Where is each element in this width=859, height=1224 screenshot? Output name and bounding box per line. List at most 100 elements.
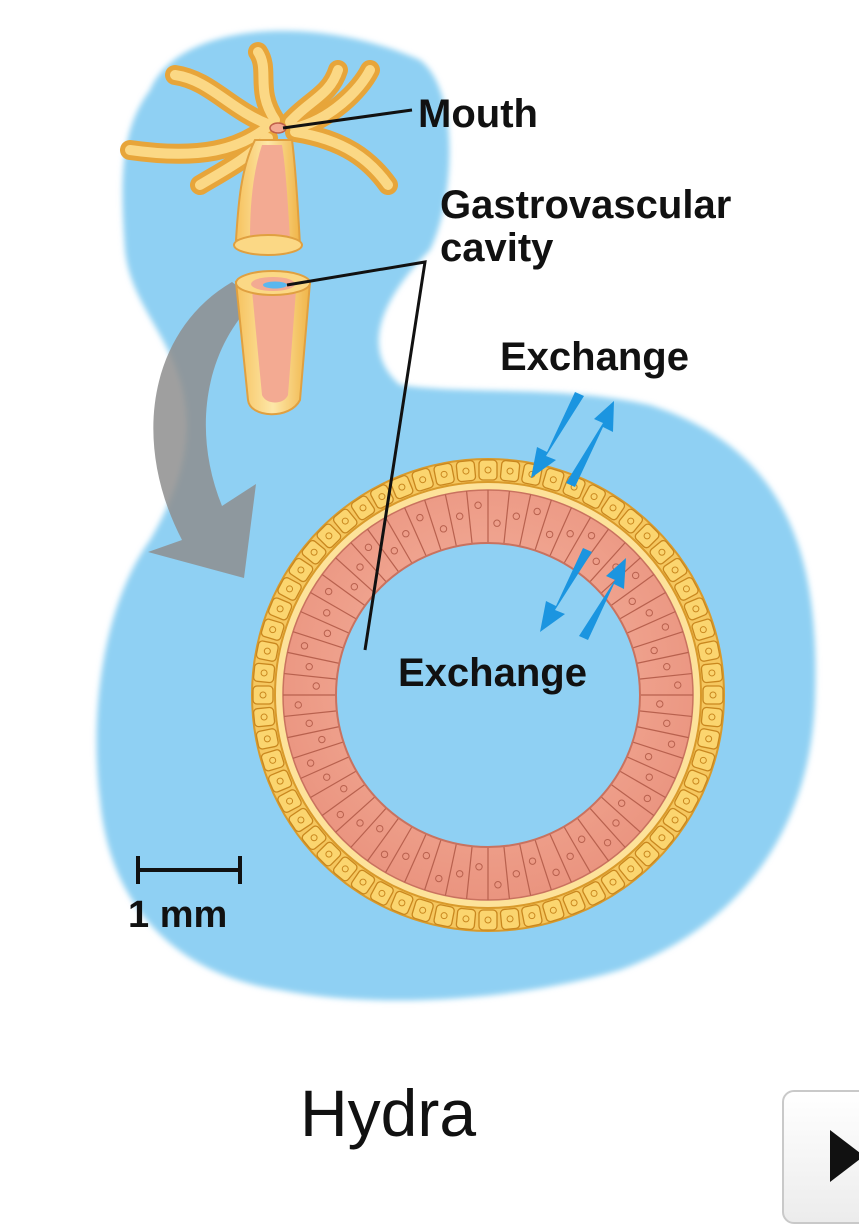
endoderm-cell-wall: [563, 826, 592, 873]
endoderm-cell-wall: [335, 796, 376, 833]
endoderm-cell-wall: [404, 507, 427, 557]
endoderm-nucleus: [603, 838, 612, 847]
endoderm-cell-wall: [350, 807, 387, 848]
endoderm-nucleus: [566, 530, 574, 538]
ectoderm-cell: [288, 557, 314, 583]
endoderm-nucleus: [612, 819, 620, 827]
endoderm-cell-wall: [503, 846, 511, 899]
ectoderm-cell: [521, 904, 543, 928]
endoderm-nucleus: [324, 587, 333, 596]
endoderm-nucleus: [350, 583, 359, 591]
endoderm-cell-wall: [610, 574, 655, 607]
endoderm-cell-wall: [589, 807, 626, 848]
ectoderm-cell: [390, 890, 414, 915]
endoderm-nucleus: [356, 819, 364, 827]
endoderm-cell-wall: [576, 817, 609, 862]
ectoderm-cell: [316, 841, 342, 867]
ectoderm-cell: [542, 467, 565, 492]
ectoderm-cell: [499, 459, 521, 483]
mouth-label: Mouth: [418, 92, 538, 136]
endoderm-nucleus: [336, 810, 345, 819]
endoderm-nucleus: [390, 547, 399, 555]
play-button[interactable]: [782, 1090, 859, 1224]
ectoderm-cell: [255, 728, 279, 750]
leader-lines: [282, 108, 427, 651]
endoderm-nucleus: [305, 662, 313, 671]
ectoderm-cell: [301, 825, 327, 851]
ectoderm-cell: [268, 597, 293, 621]
ectoderm-cell: [542, 898, 565, 923]
ectoderm-cell: [649, 539, 675, 565]
endoderm-cell-wall: [310, 770, 357, 799]
ectoderm-cell: [350, 869, 376, 895]
ectoderm-cell: [277, 789, 302, 813]
endoderm-nucleus: [512, 870, 521, 878]
exchange-label-outer: Exchange: [500, 335, 689, 379]
ectoderm-cell: [582, 881, 606, 906]
ectoderm-cell: [478, 459, 498, 481]
transition-arrow: [148, 282, 256, 578]
endoderm-nucleus: [474, 501, 482, 509]
endoderm-nucleus: [644, 752, 653, 761]
ectoderm-cell: [301, 539, 327, 565]
endoderm-nucleus: [587, 531, 596, 540]
endoderm-nucleus: [364, 543, 373, 552]
endoderm-cell-wall: [563, 517, 592, 564]
endoderm-cell-wall: [321, 783, 366, 816]
ectoderm-cell: [316, 523, 342, 549]
ectoderm-cell: [260, 618, 285, 641]
endoderm-nucleus: [643, 794, 652, 803]
endoderm-nucleus: [380, 850, 389, 859]
endoderm-cell-wall: [610, 783, 655, 816]
endoderm-nucleus: [628, 597, 636, 606]
ectoderm-cell: [455, 907, 477, 931]
endoderm-cell-wall: [321, 574, 366, 607]
endoderm-cell-wall: [292, 741, 344, 759]
endoderm-cell-wall: [632, 741, 684, 759]
endoderm-cell-wall: [632, 631, 684, 649]
ectoderm-cell: [411, 467, 434, 492]
ectoderm-cell: [478, 909, 498, 931]
endoderm-nucleus: [528, 857, 537, 865]
endoderm-nucleus: [645, 609, 653, 617]
ectoderm-cell: [499, 907, 521, 931]
ectoderm-cell: [252, 706, 276, 728]
endoderm-nucleus: [645, 773, 653, 781]
endoderm-cell-wall: [284, 672, 337, 680]
scale-bar-label: 1 mm: [128, 894, 228, 936]
endoderm-cell-wall: [626, 756, 676, 779]
endoderm-cell-wall: [444, 494, 457, 547]
endoderm-cell-wall: [350, 542, 387, 583]
ectoderm-cell: [252, 685, 274, 705]
endoderm-nucleus: [617, 799, 626, 807]
endoderm-cell-wall: [519, 494, 532, 547]
ectoderm-cell: [433, 904, 455, 928]
ectoderm-cell: [702, 685, 724, 705]
endoderm-cell-wall: [287, 651, 340, 664]
endoderm-cell-wall: [424, 499, 442, 551]
endoderm-cell-wall: [465, 846, 473, 899]
ectoderm-cell: [600, 495, 626, 521]
ectoderm-cell: [390, 475, 414, 500]
endoderm-cell-wall: [626, 611, 676, 634]
endoderm-cell-wall: [619, 591, 666, 620]
ectoderm-cell: [700, 662, 724, 684]
ectoderm-cell: [691, 749, 716, 772]
ectoderm-cell: [618, 508, 644, 534]
endoderm-nucleus: [674, 681, 682, 689]
endoderm-nucleus: [545, 530, 554, 539]
ectoderm-cell: [255, 640, 279, 662]
endoderm-cell-wall: [287, 726, 340, 739]
ectoderm-cell: [350, 495, 376, 521]
gastrovascular-cavity-label: Gastrovascular cavity: [440, 183, 732, 271]
endoderm-nucleus: [592, 557, 600, 566]
endoderm-nucleus: [318, 735, 326, 744]
ectoderm-cell: [332, 856, 358, 882]
endoderm-nucleus: [494, 881, 502, 889]
endoderm-cell-wall: [444, 843, 457, 896]
endoderm-cell-wall: [367, 817, 400, 862]
endoderm-cell-wall: [519, 843, 532, 896]
exchange-arrows-inner: [540, 548, 626, 640]
endoderm-nucleus: [435, 874, 443, 883]
